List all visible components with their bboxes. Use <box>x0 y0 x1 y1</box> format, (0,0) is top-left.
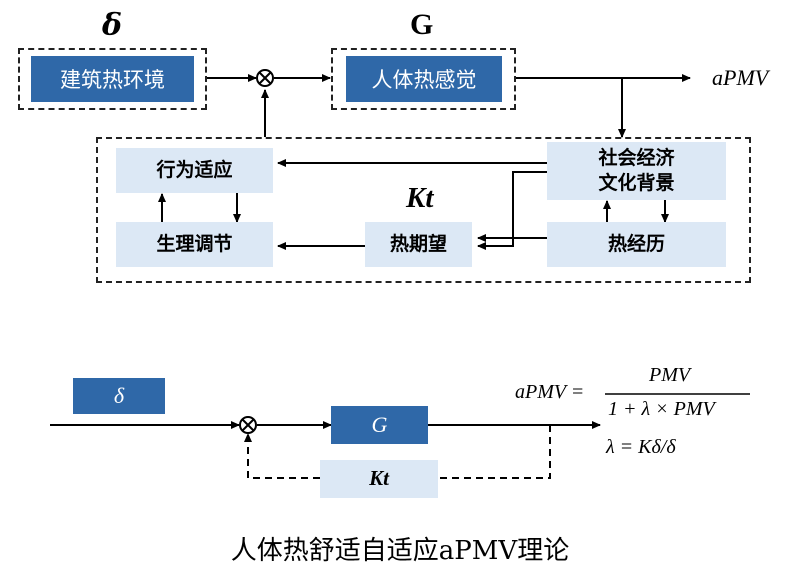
delta-symbol: δ <box>102 8 123 43</box>
building-env-block: 建筑热环境 <box>31 56 194 102</box>
human-perception-block: 人体热感觉 <box>346 56 502 102</box>
summing-junction-top-icon <box>256 69 274 87</box>
formula-numerator: PMV <box>649 364 691 386</box>
lambda-formula: λ = Kδ/δ <box>606 436 676 458</box>
socio-culture-line2: 文化背景 <box>598 172 675 194</box>
summing-junction-bottom-icon <box>239 416 257 434</box>
behavior-adaptation-block: 行为适应 <box>116 148 273 193</box>
socio-culture-line1: 社会经济 <box>598 147 675 170</box>
adaptation-frame <box>96 137 751 283</box>
feedback-path-left <box>244 433 320 479</box>
figure-caption: 人体热舒适自适应aPMV理论 <box>230 536 570 566</box>
arrow-socio-to-expectation <box>477 171 547 250</box>
human-perception-frame <box>331 48 516 110</box>
g-symbol: G <box>410 8 434 41</box>
g-block: G <box>331 406 428 444</box>
delta-input-block: δ <box>73 378 165 414</box>
kt-symbol: Kt <box>406 182 434 214</box>
thermal-expectation-block: 热期望 <box>365 222 472 267</box>
kt-feedback-block: Kt <box>320 460 438 498</box>
formula-lhs: aPMV = <box>515 381 585 403</box>
formula-denominator: 1 + λ × PMV <box>608 398 715 420</box>
building-env-frame <box>18 48 207 110</box>
thermal-experience-block: 热经历 <box>547 222 726 267</box>
socio-culture-block: 社会经济 文化背景 <box>547 142 726 200</box>
physio-regulation-block: 生理调节 <box>116 222 273 267</box>
feedback-path-right <box>438 425 551 479</box>
output-apmv-label: aPMV <box>712 65 769 90</box>
